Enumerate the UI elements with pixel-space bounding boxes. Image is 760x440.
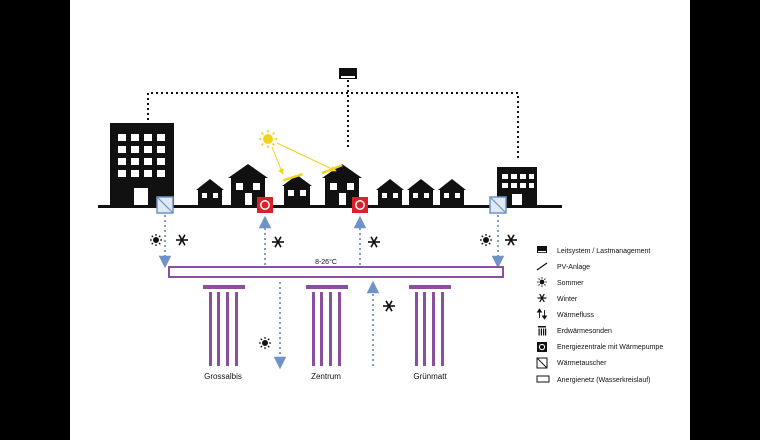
geothermal-probe-icon xyxy=(538,326,547,336)
house xyxy=(376,179,404,206)
legend-label: Erdwärmesonden xyxy=(557,328,612,335)
heat-flows xyxy=(158,215,505,370)
legend-label: PV-Anlage xyxy=(557,264,590,271)
heat-exchanger-icon xyxy=(536,357,548,369)
sun-rays xyxy=(271,142,337,175)
energy-center-icon xyxy=(352,197,368,213)
house xyxy=(407,179,435,206)
house xyxy=(196,179,224,206)
energy-center-icon xyxy=(537,342,547,352)
legend-label: Leitsystem / Lastmanagement xyxy=(557,248,650,255)
anergy-network-icon xyxy=(536,375,550,383)
ground-line xyxy=(98,205,562,208)
geothermal-field-grossalbis xyxy=(203,285,245,366)
heat-exchanger-icon xyxy=(489,196,507,214)
energy-center-icon xyxy=(257,197,273,213)
legend-label: Sommer xyxy=(557,280,584,287)
temperature-label: 8-26°C xyxy=(315,258,337,266)
apartment-building-large xyxy=(110,123,174,207)
control-links xyxy=(147,80,519,160)
sun-icon xyxy=(258,336,272,350)
sun-icon xyxy=(259,130,277,148)
house xyxy=(282,175,312,206)
control-system-icon xyxy=(339,68,357,79)
pv-panel-icon xyxy=(536,262,548,271)
geothermal-field-gruenmatt xyxy=(409,285,451,366)
legend-label: Winter xyxy=(557,296,578,303)
legend-label: Anergienetz (Wasserkreislauf) xyxy=(557,377,651,384)
house xyxy=(322,164,362,206)
anergy-network xyxy=(168,266,504,278)
white-canvas xyxy=(70,0,690,440)
legend: Leitsystem / Lastmanagement PV-Anlage So… xyxy=(536,246,663,384)
legend-label: Energiezentrale mit Wärmepumpe xyxy=(557,344,663,351)
legend-label: Wärmefluss xyxy=(557,312,594,319)
control-system-icon xyxy=(537,246,547,253)
field-label-gruenmatt: Grünmatt xyxy=(413,372,447,381)
heat-flow-icon xyxy=(536,308,548,320)
pv-panel xyxy=(283,172,303,182)
pv-panel xyxy=(321,163,343,175)
heat-exchanger-icon xyxy=(156,196,174,214)
geothermal-field-zentrum xyxy=(306,285,348,366)
legend-label: Wärmetauscher xyxy=(557,360,607,367)
field-label-zentrum: Zentrum xyxy=(311,372,341,381)
house xyxy=(438,179,466,206)
field-label-grossalbis: Grossalbis xyxy=(204,372,242,381)
